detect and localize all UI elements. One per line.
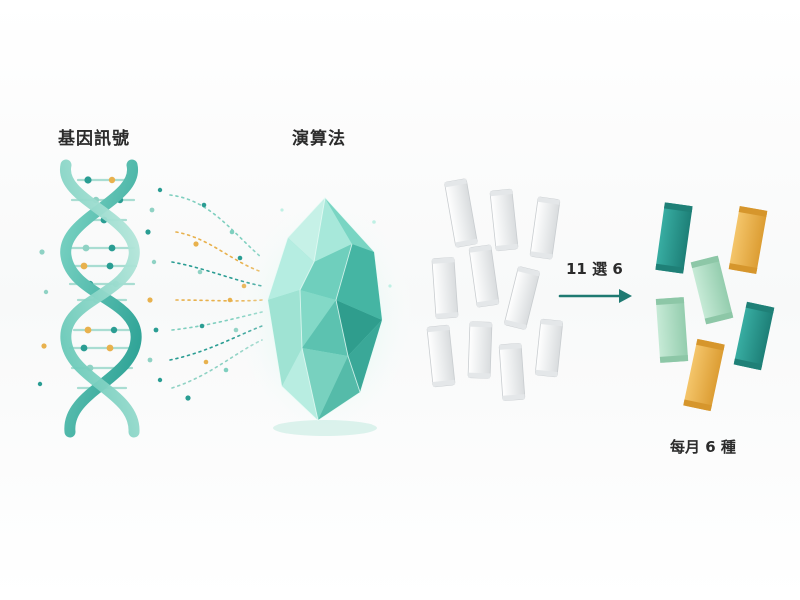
sachet-packet-icon (728, 206, 768, 274)
sachet-packet-icon (690, 255, 734, 325)
sachet-packet-icon (733, 301, 775, 371)
selected-packets (655, 202, 775, 412)
packet-pool (426, 178, 564, 401)
sachet-packet-icon (467, 321, 493, 379)
dna-helix-icon (60, 159, 142, 438)
arrow-right-icon (558, 289, 632, 303)
sachet-packet-icon (489, 188, 519, 252)
sachet-packet-icon (655, 297, 689, 363)
sachet-packet-icon (431, 257, 459, 319)
sachet-packet-icon (683, 338, 725, 412)
genetic-signal-label: 基因訊號 (58, 129, 130, 149)
sachet-packet-icon (498, 343, 526, 401)
monthly-label: 每月 6 種 (670, 438, 736, 456)
sachet-packet-icon (426, 324, 456, 388)
signal-particles (37, 187, 163, 387)
sachet-packet-icon (504, 266, 540, 330)
sachet-packet-icon (444, 178, 478, 248)
sachet-packet-icon (529, 196, 561, 260)
crystal-gem-icon (230, 188, 420, 448)
selection-label: 11 選 6 (566, 260, 623, 278)
sachet-packet-icon (468, 244, 500, 308)
algorithm-label: 演算法 (292, 129, 346, 149)
sachet-packet-icon (655, 202, 693, 274)
sachet-packet-icon (534, 318, 564, 378)
